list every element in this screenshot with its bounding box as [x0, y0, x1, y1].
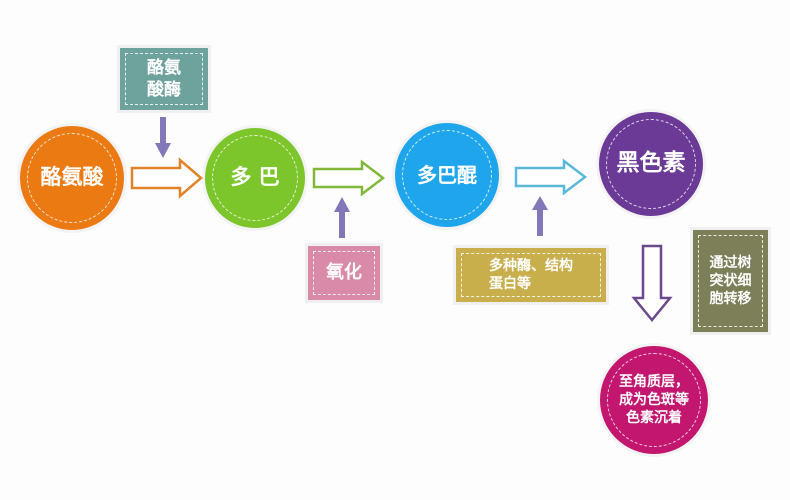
node-dopa: 多 巴 [205, 128, 305, 228]
arrow-melanin-to-result [631, 244, 673, 322]
arrow-dopaquinone-to-melanin [514, 158, 588, 196]
node-tyrosine: 酪氨酸 [20, 126, 124, 230]
node-dopaquinone: 多巴醌 [395, 123, 499, 227]
node-pigmentation-result: 至角质层， 成为色斑等 色素沉着 [600, 346, 708, 454]
node-melanin: 黑色素 [599, 112, 703, 216]
arrow-dopa-to-dopaquinone [312, 159, 386, 197]
arrow-tyrosine-to-dopa [130, 157, 203, 199]
arrow-oxidation-up [334, 197, 350, 238]
box-dendritic-transfer: 通过树 突状细 胞转移 [693, 230, 768, 332]
arrow-tyrosinase-down [155, 117, 171, 158]
box-oxidation: 氧化 [308, 246, 380, 300]
box-tyrosinase: 酪氨 酸酶 [120, 48, 208, 110]
arrow-enzymes-up [532, 196, 548, 236]
box-enzymes: 多种酶、结构 蛋白等 [456, 248, 606, 302]
